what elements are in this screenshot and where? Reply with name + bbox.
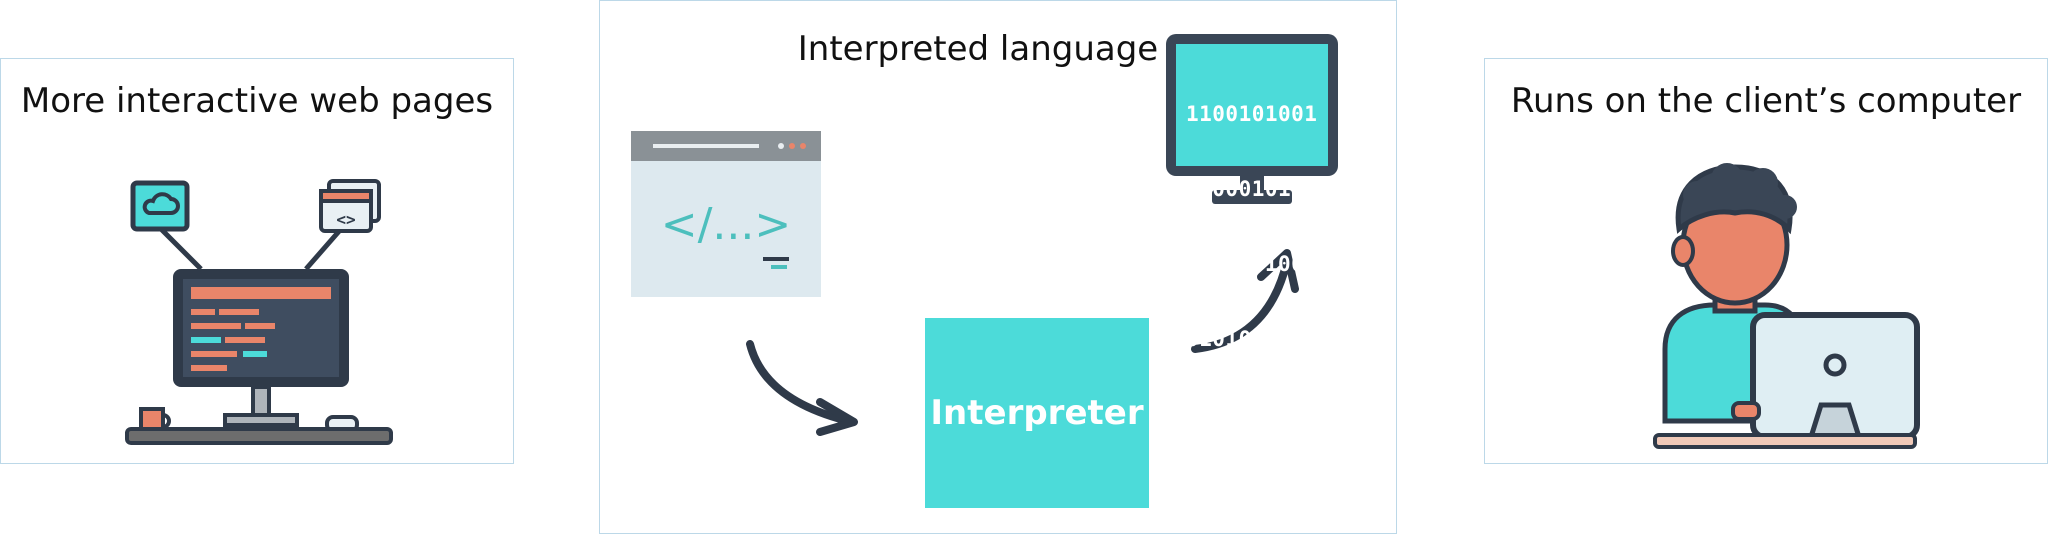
interpreter-box: Interpreter xyxy=(925,318,1149,508)
arrow-interpreter-to-machine xyxy=(1191,249,1299,353)
binary-line-4: 0101010100 xyxy=(1186,327,1318,351)
arrow-code-to-interpreter xyxy=(746,340,858,436)
caption-interpreted-language: Interpreted language xyxy=(797,29,1159,69)
web-computer-icon: <> xyxy=(125,179,393,445)
panel-client-computer: Runs on the client’s computer xyxy=(1484,58,2048,464)
binary-monitor-icon: 1100101001 0000010111 1101001001 0101010… xyxy=(1166,34,1338,351)
panel-interpreted-language: Interpreted language </...> Interpreter … xyxy=(599,0,1397,534)
caption-interactive-web-pages: More interactive web pages xyxy=(20,81,494,121)
binary-line-3: 1101001001 xyxy=(1186,252,1318,276)
code-glyph: </...> xyxy=(661,199,792,250)
caption-client-computer: Runs on the client’s computer xyxy=(1510,81,2022,121)
interpreter-label: Interpreter xyxy=(930,393,1144,433)
binary-line-2: 0000010111 xyxy=(1186,177,1318,201)
svg-text:<>: <> xyxy=(336,210,355,229)
person-at-computer-icon xyxy=(1653,163,1920,449)
code-window-icon: </...> xyxy=(631,131,821,297)
panel-interactive-web-pages: More interactive web pages <> xyxy=(0,58,514,464)
binary-line-1: 1100101001 xyxy=(1186,102,1318,126)
